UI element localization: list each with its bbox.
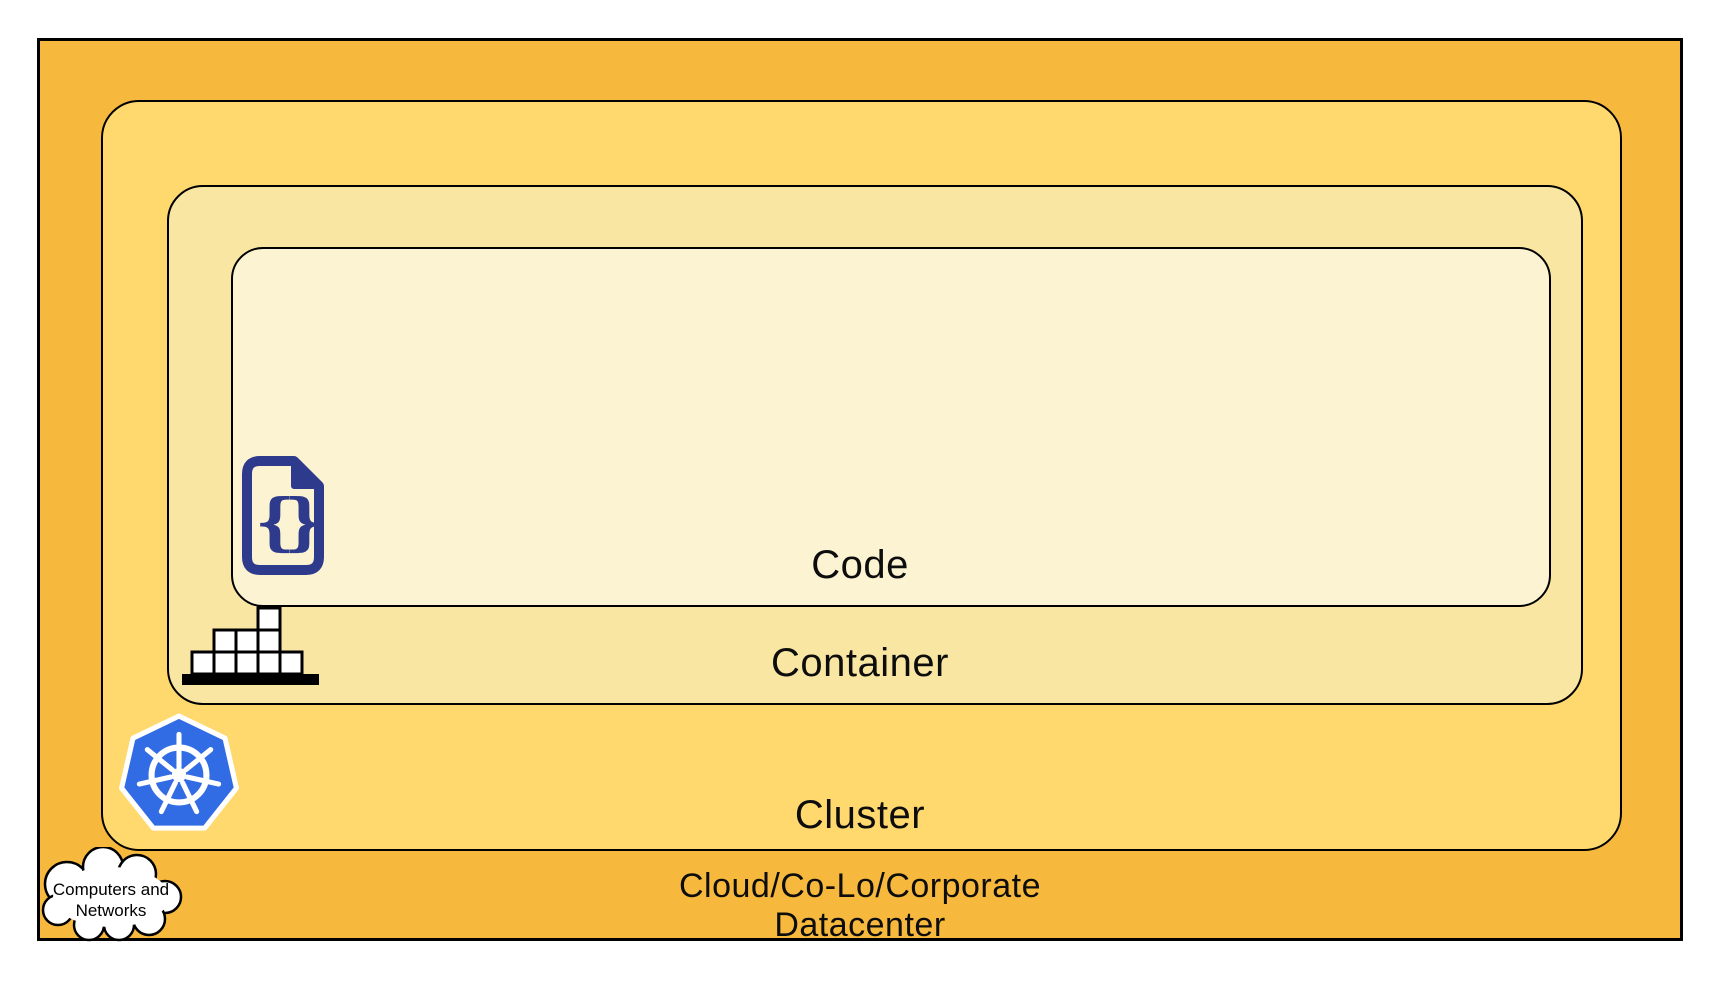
container-label: Container xyxy=(771,641,949,685)
svg-text:}: } xyxy=(284,485,324,558)
container-layer xyxy=(167,185,1583,705)
computers-and-networks-cloud-icon: Computers and Networks xyxy=(41,847,183,942)
cloud-label-line2: Datacenter xyxy=(774,906,946,944)
network-cloud-line1: Computers and xyxy=(53,880,169,899)
code-layer xyxy=(231,247,1551,607)
container-blocks-icon xyxy=(182,606,319,685)
kubernetes-helm-wheel-icon xyxy=(119,713,239,831)
cluster-label: Cluster xyxy=(794,793,926,837)
network-cloud-line2: Networks xyxy=(76,901,147,920)
code-label: Code xyxy=(811,543,909,587)
code-file-braces-icon: { } xyxy=(242,456,324,575)
cloud-datacenter-layer xyxy=(37,38,1683,941)
svg-text:{: { xyxy=(255,485,295,558)
cloud-datacenter-label: Cloud/Co-Lo/Corporate Datacenter xyxy=(0,867,1720,945)
cloud-label-line1: Cloud/Co-Lo/Corporate xyxy=(678,867,1042,905)
cluster-layer xyxy=(101,100,1622,851)
